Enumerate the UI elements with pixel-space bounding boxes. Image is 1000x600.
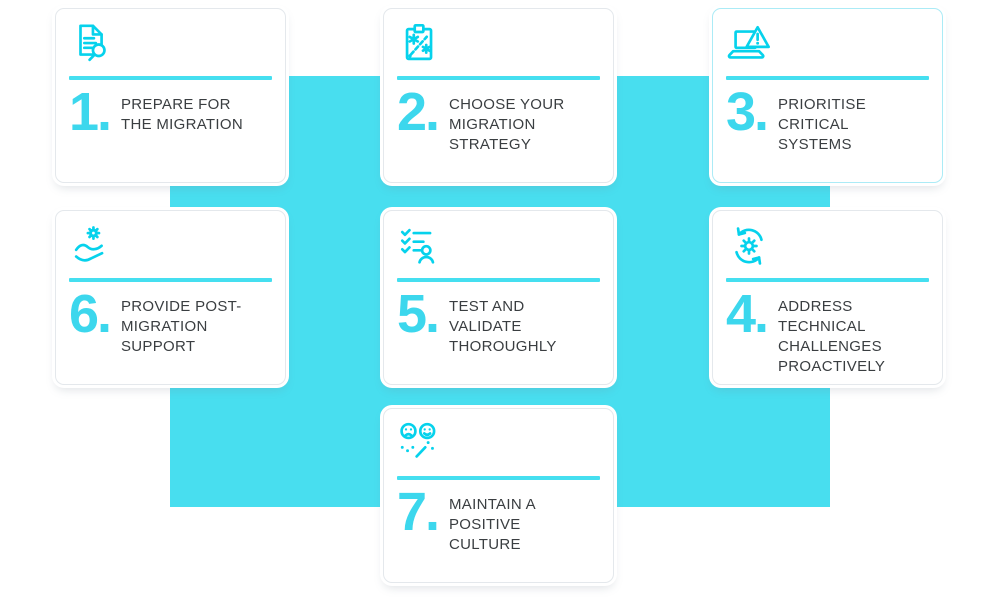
hand-gear-icon [74, 226, 104, 262]
step-number: 6. [69, 284, 112, 344]
step-2-icon-area [397, 21, 600, 68]
step-card-4: 4. ADDRESS TECHNICAL CHALLENGES PROACTIV… [712, 210, 943, 385]
step-number: 3. [726, 82, 769, 142]
step-title: CHOOSE YOUR MIGRATION STRATEGY [449, 96, 565, 153]
step-card-7: 7. MAINTAIN A POSITIVE CULTURE [383, 408, 614, 583]
card-separator [397, 76, 600, 80]
laptop-warning-icon [727, 25, 770, 59]
step-title: PRIORITISE CRITICAL SYSTEMS [778, 96, 867, 153]
step-5-icon-area [397, 223, 600, 270]
step-title: PROVIDE POST-MIGRATION SUPPORT [121, 298, 242, 355]
step-title: ADDRESS TECHNICAL CHALLENGES PROACTIVELY [778, 298, 886, 375]
step-title: MAINTAIN A POSITIVE CULTURE [449, 496, 536, 553]
card-separator [726, 278, 929, 282]
checklist-person-icon [400, 228, 435, 264]
step-card-2: 2. CHOOSE YOUR MIGRATION STRATEGY [383, 8, 614, 183]
card-separator [69, 278, 272, 282]
step-3-icon-area [726, 21, 929, 68]
card-separator [726, 76, 929, 80]
step-number: 5. [397, 284, 440, 344]
step-number: 7. [397, 482, 440, 542]
step-card-5: 5. TEST AND VALIDATE THOROUGHLY [383, 210, 614, 385]
step-1-icon-area [69, 21, 272, 68]
step-7-icon-area [397, 421, 600, 468]
document-search-icon [79, 24, 106, 62]
step-number: 1. [69, 82, 112, 142]
step-number: 2. [397, 82, 440, 142]
card-separator [397, 476, 600, 480]
step-card-6: 6. PROVIDE POST-MIGRATION SUPPORT [55, 210, 286, 385]
card-separator [69, 76, 272, 80]
step-title: PREPARE FOR THE MIGRATION [121, 96, 243, 133]
step-6-icon-area [69, 223, 272, 270]
card-separator [397, 278, 600, 282]
happy-faces-icon [400, 422, 436, 458]
step-4-icon-area [726, 223, 929, 270]
step-card-1: 1. PREPARE FOR THE MIGRATION [55, 8, 286, 183]
step-number: 4. [726, 284, 769, 344]
step-title: TEST AND VALIDATE THOROUGHLY [449, 298, 557, 355]
step-card-3: 3. PRIORITISE CRITICAL SYSTEMS [712, 8, 943, 183]
gear-sync-icon [735, 227, 763, 265]
strategy-clipboard-icon [405, 23, 433, 61]
